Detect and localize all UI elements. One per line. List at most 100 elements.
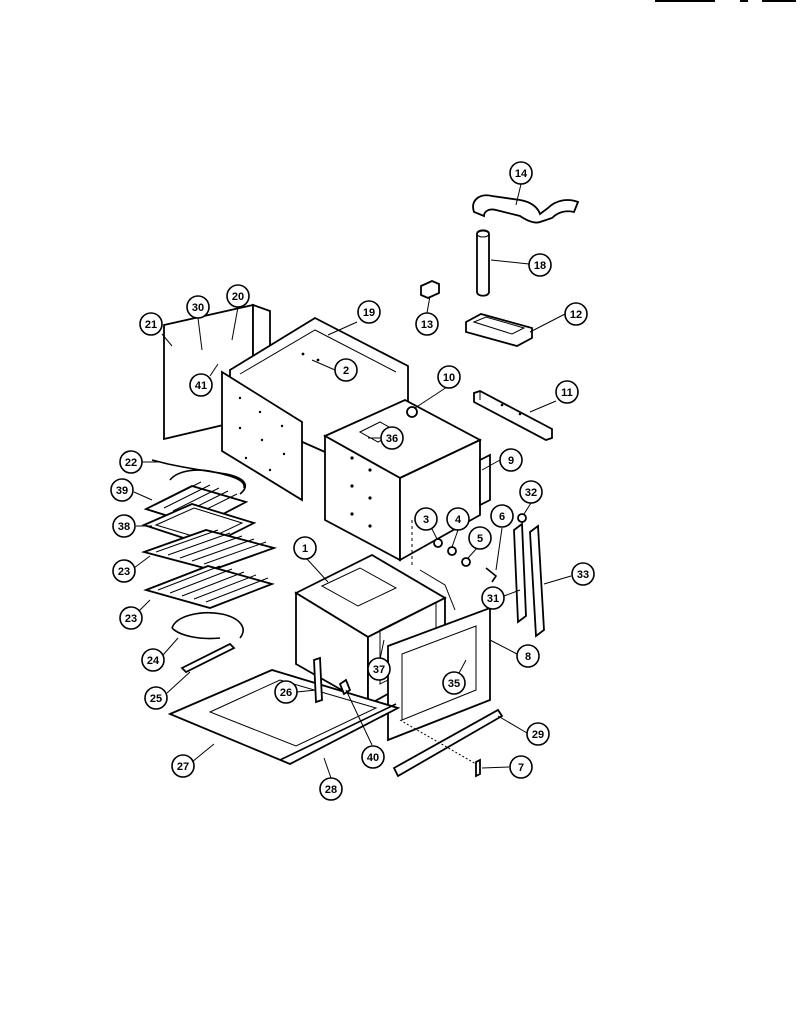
part-14-vent-duct bbox=[472, 194, 580, 224]
svg-text:8: 8 bbox=[525, 651, 531, 663]
callout-10: 10 bbox=[437, 365, 461, 389]
part-22-broil-element bbox=[151, 459, 247, 495]
callout-18: 18 bbox=[528, 253, 552, 277]
callout-33: 33 bbox=[571, 562, 595, 586]
callout-36: 36 bbox=[380, 426, 404, 450]
svg-text:41: 41 bbox=[195, 380, 207, 392]
svg-text:39: 39 bbox=[116, 485, 128, 497]
callout-32: 32 bbox=[519, 480, 543, 504]
callout-41: 41 bbox=[189, 373, 213, 397]
svg-text:13: 13 bbox=[421, 319, 433, 331]
callout-28: 28 bbox=[319, 777, 343, 801]
callout-37: 37 bbox=[367, 657, 391, 681]
part-26-bracket bbox=[313, 656, 323, 704]
svg-text:1: 1 bbox=[302, 543, 308, 555]
callout-7: 7 bbox=[509, 755, 533, 779]
part-29-kick-plate bbox=[392, 708, 504, 778]
callout-29: 29 bbox=[526, 722, 550, 746]
svg-text:40: 40 bbox=[367, 752, 379, 764]
svg-text:31: 31 bbox=[487, 593, 499, 605]
part-27-bottom-panel bbox=[167, 669, 401, 765]
callout-31: 31 bbox=[481, 586, 505, 610]
callout-39: 39 bbox=[110, 478, 134, 502]
callout-40: 40 bbox=[361, 745, 385, 769]
callout-11: 11 bbox=[555, 380, 579, 404]
callout-22: 22 bbox=[119, 450, 143, 474]
svg-text:32: 32 bbox=[525, 487, 537, 499]
svg-text:18: 18 bbox=[534, 260, 546, 272]
svg-text:25: 25 bbox=[150, 693, 162, 705]
part-28-bottom-rail bbox=[279, 703, 397, 761]
callout-35: 35 bbox=[442, 671, 466, 695]
part-10-valve bbox=[406, 406, 418, 418]
callout-1: 1 bbox=[293, 536, 317, 560]
part-31-33-trim-strips bbox=[513, 513, 545, 638]
callout-3: 3 bbox=[414, 507, 438, 531]
callout-24: 24 bbox=[141, 648, 165, 672]
callout-21: 21 bbox=[139, 312, 163, 336]
svg-text:26: 26 bbox=[280, 687, 292, 699]
svg-text:24: 24 bbox=[147, 655, 160, 667]
callout-30: 30 bbox=[186, 295, 210, 319]
svg-text:29: 29 bbox=[532, 729, 544, 741]
part-12-tray bbox=[465, 313, 533, 347]
svg-text:19: 19 bbox=[363, 307, 375, 319]
svg-text:33: 33 bbox=[577, 569, 589, 581]
part-13-bracket bbox=[420, 280, 440, 299]
part-25-element-bracket bbox=[180, 642, 236, 674]
callout-5: 5 bbox=[468, 526, 492, 550]
callout-27: 27 bbox=[171, 754, 195, 778]
callout-4: 4 bbox=[446, 507, 470, 531]
callout-23-upper: 23 bbox=[112, 559, 136, 583]
callout-9: 9 bbox=[499, 448, 523, 472]
part-6-hook bbox=[485, 567, 498, 583]
svg-text:3: 3 bbox=[423, 514, 429, 526]
leader-lines bbox=[132, 183, 572, 779]
svg-text:7: 7 bbox=[518, 762, 524, 774]
svg-text:10: 10 bbox=[443, 372, 455, 384]
svg-text:6: 6 bbox=[499, 511, 505, 523]
callout-8: 8 bbox=[516, 644, 540, 668]
svg-text:23: 23 bbox=[118, 566, 130, 578]
callout-20: 20 bbox=[226, 284, 250, 308]
part-9-upper-oven-box bbox=[323, 398, 491, 562]
svg-text:36: 36 bbox=[386, 433, 398, 445]
svg-text:38: 38 bbox=[118, 521, 130, 533]
svg-text:4: 4 bbox=[455, 514, 462, 526]
callout-14: 14 bbox=[509, 161, 533, 185]
part-40-clip bbox=[338, 678, 352, 696]
callout-19: 19 bbox=[357, 300, 381, 324]
svg-text:14: 14 bbox=[515, 168, 528, 180]
svg-text:2: 2 bbox=[343, 365, 349, 377]
callout-12: 12 bbox=[564, 302, 588, 326]
callout-13: 13 bbox=[415, 312, 439, 336]
part-24-bake-element bbox=[171, 612, 244, 640]
part-7-screw bbox=[475, 758, 481, 778]
svg-text:27: 27 bbox=[177, 761, 189, 773]
svg-text:21: 21 bbox=[145, 319, 157, 331]
svg-text:30: 30 bbox=[192, 302, 204, 314]
svg-text:12: 12 bbox=[570, 309, 582, 321]
part-23-oven-rack-upper bbox=[140, 529, 278, 571]
part-side-panel-left bbox=[221, 370, 303, 502]
callout-25: 25 bbox=[144, 686, 168, 710]
part-11-angle-strip bbox=[473, 390, 553, 441]
callout-26: 26 bbox=[274, 680, 298, 704]
callout-2: 2 bbox=[334, 358, 358, 382]
svg-text:11: 11 bbox=[561, 387, 573, 399]
svg-text:9: 9 bbox=[508, 455, 514, 467]
svg-text:20: 20 bbox=[232, 291, 244, 303]
svg-text:28: 28 bbox=[325, 784, 337, 796]
part-23-oven-rack-lower bbox=[143, 565, 275, 609]
svg-text:37: 37 bbox=[373, 664, 385, 676]
callout-6: 6 bbox=[490, 504, 514, 528]
svg-text:35: 35 bbox=[448, 678, 460, 690]
svg-text:5: 5 bbox=[477, 533, 483, 545]
callout-38: 38 bbox=[112, 514, 136, 538]
svg-text:22: 22 bbox=[125, 457, 137, 469]
part-3-4-5-knobs bbox=[411, 520, 471, 611]
callout-23-lower: 23 bbox=[119, 606, 143, 630]
part-18-tube bbox=[476, 229, 490, 297]
svg-text:23: 23 bbox=[125, 613, 137, 625]
